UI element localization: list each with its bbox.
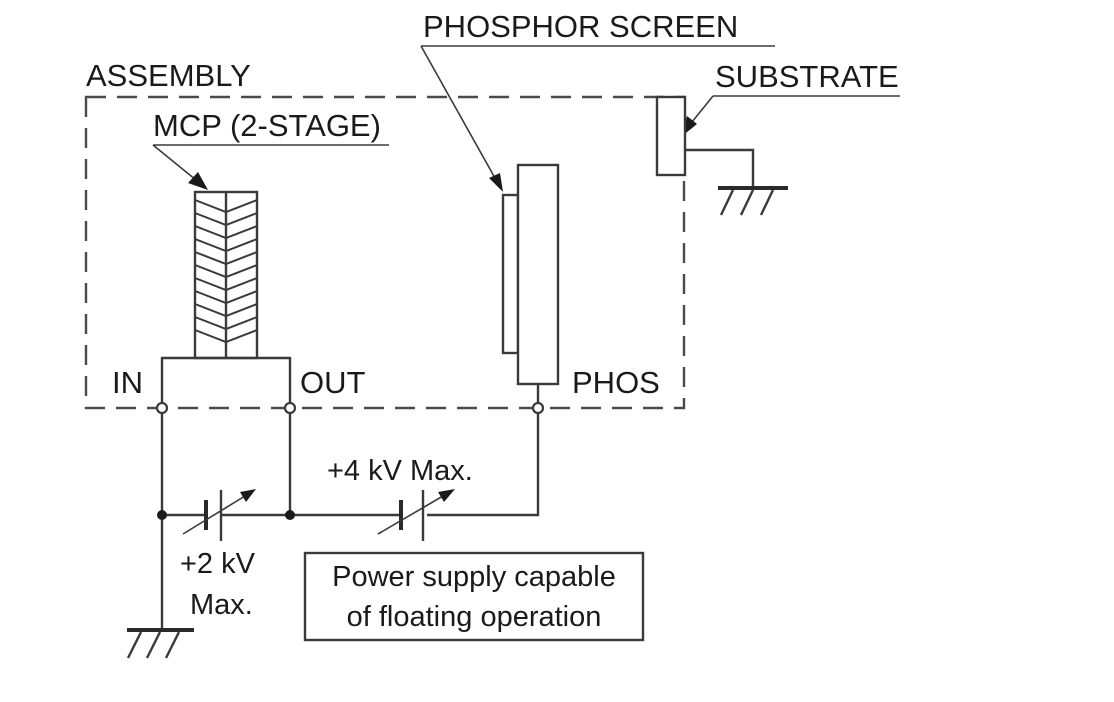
junction-in <box>157 510 167 520</box>
mcp-chevron-line <box>194 303 258 318</box>
substrate-ground-wire <box>685 148 755 188</box>
phosphor-leader-arrowhead <box>489 173 503 192</box>
substrate-leader-line <box>691 95 714 123</box>
substrate-plate <box>655 95 687 177</box>
mcp-chevron-line <box>194 199 258 214</box>
floating-supply-note-box <box>303 551 645 642</box>
terminal-phos <box>531 401 545 415</box>
mcp-chevron-line <box>194 225 258 240</box>
phos-supply-variable-source-icon <box>377 489 455 541</box>
phosphor-screen-label: PHOSPHOR SCREEN <box>423 9 738 44</box>
substrate-ground-icon <box>718 186 788 216</box>
mcp-supply-variable-source-icon <box>182 489 256 541</box>
terminal-out <box>283 401 297 415</box>
mcp-supply-label-line1: +2 kV <box>180 548 256 580</box>
mcp-terminal-bracket <box>160 356 292 404</box>
terminal-out-label: OUT <box>300 365 366 400</box>
mcp-chevron-line <box>194 290 258 305</box>
junction-out <box>285 510 295 520</box>
assembly-label: ASSEMBLY <box>86 58 251 93</box>
mcp-supply-label-line2: Max. <box>190 589 253 621</box>
mcp-stack <box>193 190 259 360</box>
floating-supply-note-line1: Power supply capable <box>332 561 616 593</box>
mcp-chevron-line <box>194 264 258 279</box>
floating-supply-note-line2: of floating operation <box>347 601 602 633</box>
substrate-label: SUBSTRATE <box>715 59 899 94</box>
mcp-chevron-line <box>194 277 258 292</box>
phos-wire <box>427 413 540 517</box>
terminal-in <box>155 401 169 415</box>
phos-supply-label: +4 kV Max. <box>327 455 473 487</box>
mcp-chevron-line <box>194 316 258 331</box>
phosphor-layer <box>501 193 520 355</box>
phosphor-screen-plate <box>516 163 560 386</box>
mcp-label: MCP (2-STAGE) <box>153 108 381 143</box>
mcp-chevron-hatch <box>194 199 258 344</box>
mcp-chevron-line <box>194 251 258 266</box>
in-ground-icon <box>126 628 194 659</box>
mcp-leader-line <box>152 144 197 181</box>
terminal-phos-label: PHOS <box>572 365 660 400</box>
phosphor-leader-line <box>420 45 496 179</box>
mcp-chevron-line <box>194 212 258 227</box>
mcp-chevron-line <box>194 238 258 253</box>
mcp-leader-arrowhead <box>188 172 208 190</box>
assembly-boundary <box>84 95 686 410</box>
terminal-in-label: IN <box>112 365 143 400</box>
mcp-chevron-line <box>194 329 258 344</box>
